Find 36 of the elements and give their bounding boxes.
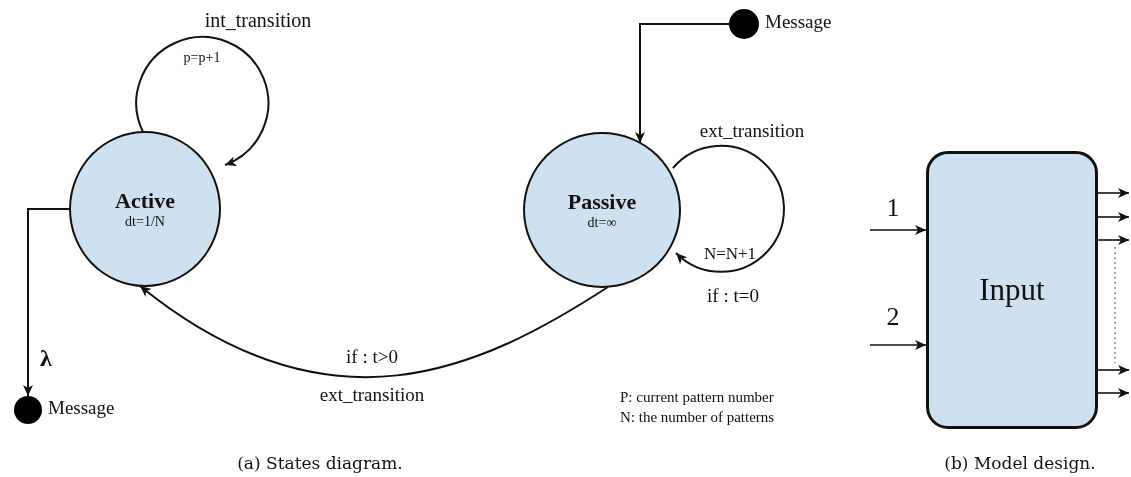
legend-note: N: the number of patterns — [620, 409, 775, 426]
legend-note: P: current pattern number — [620, 389, 774, 406]
port-arrow — [1097, 188, 1130, 198]
loop-action: N=N+1 — [703, 244, 757, 264]
transition-name: ext_transition — [319, 384, 425, 406]
port-arrow — [1097, 212, 1130, 222]
loop-action: p=p+1 — [183, 50, 221, 66]
port-number: 2 — [886, 302, 900, 332]
message-label: Message — [48, 398, 115, 419]
self-loop-arrow — [135, 36, 270, 166]
figure-caption: (a) States diagram. — [237, 453, 403, 473]
port-arrow — [869, 225, 927, 235]
edge-label: int_transition — [204, 9, 312, 31]
message-label: Message — [765, 12, 832, 33]
model-block — [926, 151, 1098, 429]
port-arrow — [1097, 388, 1130, 398]
block-label: Input — [979, 272, 1045, 308]
transition-arrow — [635, 23, 730, 144]
transition-arrow — [139, 285, 609, 379]
state-time-advance: dt=1/N — [125, 214, 165, 230]
self-loop-arrow — [672, 144, 785, 273]
transition-arrow — [23, 208, 70, 397]
port-arrow — [869, 340, 927, 350]
edge-label: if : t>0 — [346, 346, 398, 368]
edge-label: λ — [40, 344, 52, 372]
state-time-advance: dt=∞ — [587, 215, 617, 231]
edge-condition: if : t=0 — [707, 285, 759, 307]
state-name: Passive — [567, 189, 637, 215]
edge-label: ext_transition — [699, 120, 805, 142]
port-number: 1 — [886, 193, 900, 223]
port-arrow — [1097, 365, 1130, 375]
port-arrow — [1097, 235, 1130, 245]
state-name: Active — [115, 188, 175, 214]
terminal-dot — [14, 396, 42, 424]
terminal-dot — [729, 9, 759, 39]
figure-caption: (b) Model design. — [944, 453, 1096, 473]
